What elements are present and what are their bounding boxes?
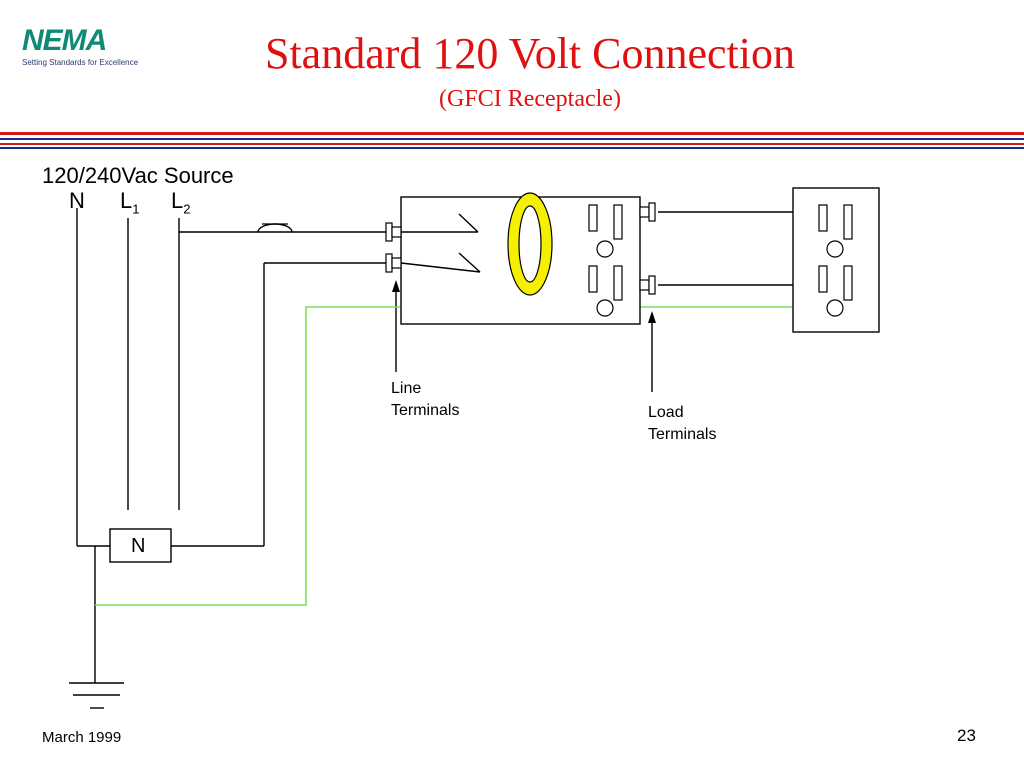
neutral-block-label: N [131,535,146,557]
source-label: 120/240Vac Source [42,163,234,188]
footer-date: March 1999 [42,729,122,746]
conductor-l2-label: L2 [171,188,191,217]
logo-tagline: Setting Standards for Excellence [22,58,139,67]
line-terminal-bottom [385,253,393,273]
conductor-n-label: N [69,188,85,213]
fuse-symbol [257,223,293,233]
ground-symbol [69,682,124,709]
header-rule-blue-2 [0,147,1024,149]
neutral-block [109,528,172,563]
page-subtitle: (GFCI Receptacle) [439,86,621,112]
ground-wire [95,306,820,606]
line-terminal-top [385,222,393,242]
line-terminals-label: Line Terminals [391,380,460,419]
logo-text: NEMA [22,24,107,57]
load-terminal-top [648,202,656,222]
page-number: 23 [957,726,976,745]
conductor-l1-label: L1 [120,188,140,217]
load-terminals-label: Load Terminals [648,404,717,443]
load-terminal-bottom [648,275,656,295]
header-rule-red-2 [0,143,1024,145]
header-rule-red-1 [0,132,1024,135]
header-rule-blue-1 [0,138,1024,140]
page-title: Standard 120 Volt Connection [264,29,796,78]
